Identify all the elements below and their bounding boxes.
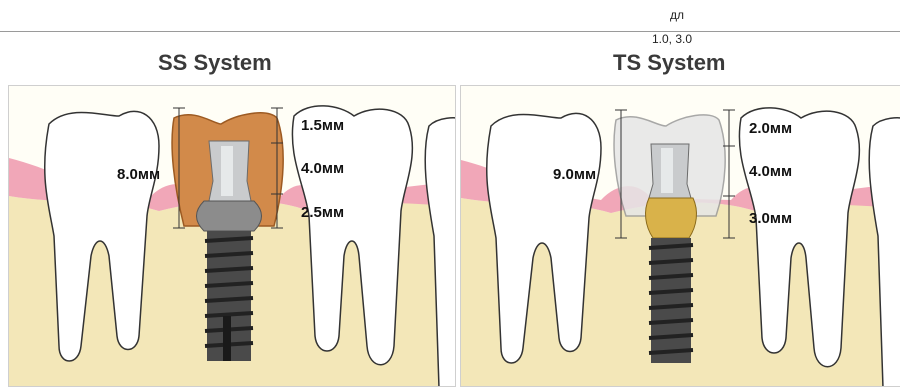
ss-system-panel: 8.0мм 1.5мм 4.0мм 2.5мм	[8, 85, 456, 387]
ts-crown-height-label: 2.0мм	[749, 120, 792, 137]
ss-system-title: SS System	[158, 50, 272, 76]
ss-implant-diagram	[9, 86, 456, 387]
ss-total-height-label: 8.0мм	[117, 166, 160, 183]
header-values: 1.0, 3.0	[652, 32, 692, 46]
ts-implant-diagram	[461, 86, 900, 387]
implant-body	[205, 231, 253, 361]
ts-abutment-height-label: 4.0мм	[749, 163, 792, 180]
abutment-highlight	[221, 146, 233, 196]
header-divider	[0, 31, 900, 32]
ss-abutment-height-label: 4.0мм	[301, 160, 344, 177]
collar	[197, 201, 262, 231]
ts-collar-height-label: 3.0мм	[749, 210, 792, 227]
abutment-highlight	[661, 148, 673, 193]
ss-collar-height-label: 2.5мм	[301, 204, 344, 221]
ts-system-title: TS System	[613, 50, 726, 76]
ts-total-height-label: 9.0мм	[553, 166, 596, 183]
implant-body	[649, 238, 693, 363]
ss-crown-height-label: 1.5мм	[301, 117, 344, 134]
collar	[646, 198, 697, 238]
ts-system-panel: 9.0мм 2.0мм 4.0мм 3.0мм	[460, 85, 900, 387]
header-note: дл	[670, 8, 684, 22]
